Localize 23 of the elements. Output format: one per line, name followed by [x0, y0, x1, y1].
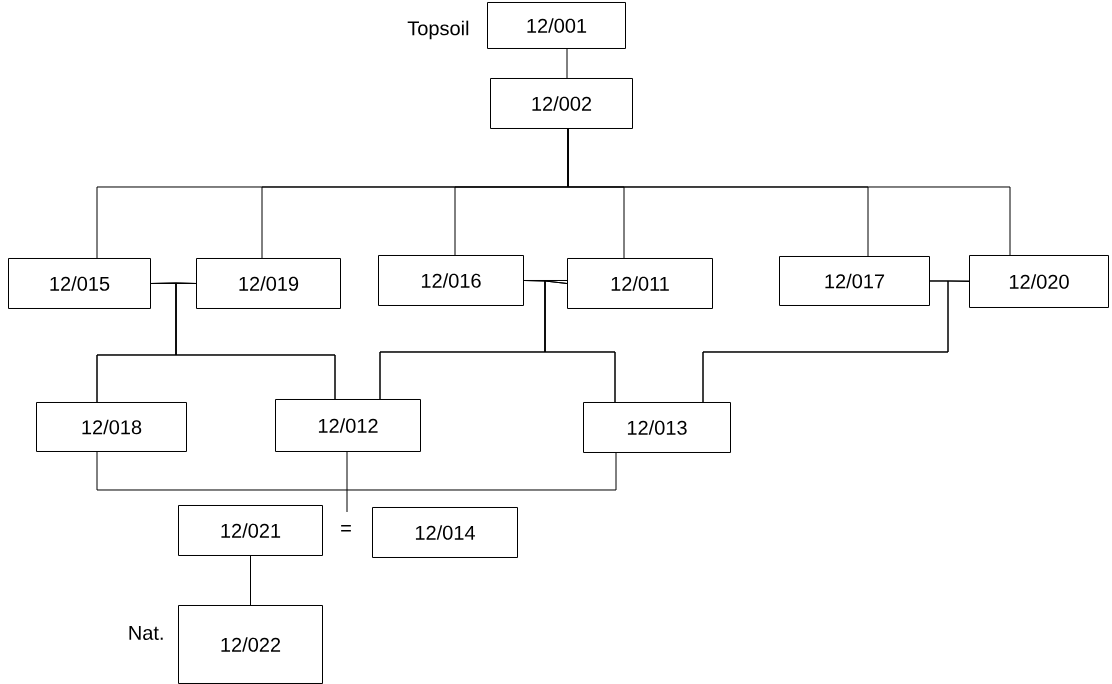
layer-box: 12/015 [8, 258, 151, 309]
layer-label: Nat. [129, 626, 163, 640]
connector-line [544, 280, 616, 403]
layer-box: 12/013 [583, 402, 731, 453]
layer-box: 12/002 [490, 78, 633, 129]
connector-line [346, 451, 348, 513]
layer-label: Topsoil [407, 20, 469, 40]
equals-sign: = [341, 525, 351, 532]
connector-line [250, 555, 251, 606]
layer-box: 12/011 [567, 258, 713, 309]
connector-line [96, 451, 617, 491]
connector-line [566, 48, 568, 79]
layer-box: 12/017 [779, 256, 930, 306]
layer-box: 12/019 [196, 258, 341, 309]
connector-line [567, 128, 1011, 256]
layer-box: 12/021 [178, 505, 323, 556]
layer-box: 12/001 [487, 2, 626, 49]
layer-box: 12/014 [372, 507, 518, 558]
layer-box: 12/012 [275, 399, 421, 452]
layer-box: 12/018 [36, 402, 187, 452]
layer-box: 12/022 [178, 605, 323, 684]
layer-box: 12/020 [969, 255, 1109, 308]
layer-box: 12/016 [378, 255, 524, 306]
